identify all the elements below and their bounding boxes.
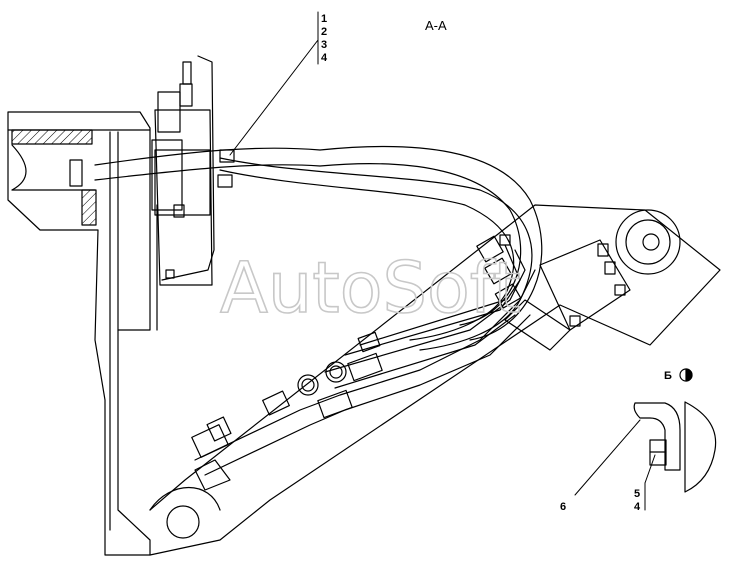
section-title: А-А (425, 18, 447, 33)
callout-4: 4 (321, 52, 328, 64)
callout-2: 2 (321, 26, 327, 38)
hose-lower (191, 234, 536, 491)
callout-3: 3 (321, 39, 327, 51)
valve-block (151, 55, 215, 331)
hose-upper (94, 145, 543, 351)
frame-beam (7, 111, 151, 556)
callout-1: 1 (321, 13, 327, 25)
callout-4-bottom: 4 (634, 501, 641, 513)
leader-lines (229, 11, 656, 511)
detail-view-b (633, 368, 717, 493)
view-title: Б (664, 370, 672, 382)
hydraulic-cylinder (504, 239, 631, 351)
watermark: AutoSoft (220, 247, 521, 329)
callout-5: 5 (634, 488, 640, 500)
callout-6: 6 (560, 501, 566, 513)
